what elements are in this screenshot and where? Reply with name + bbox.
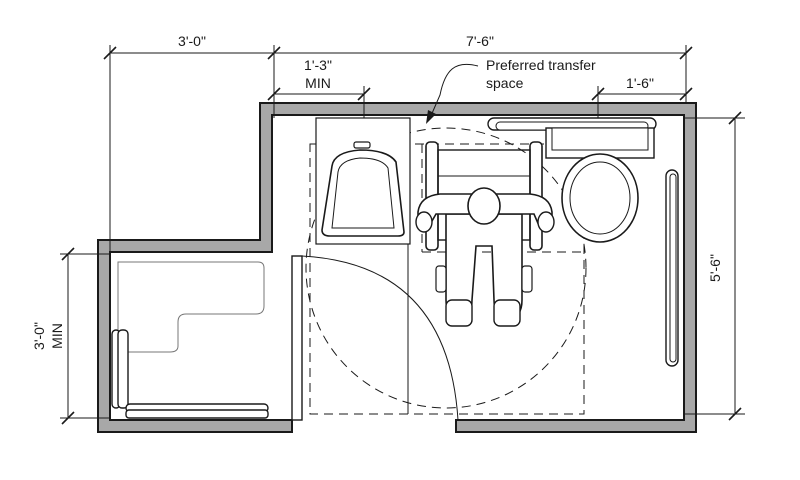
dim-room-depth: 5'-6" (707, 254, 723, 282)
outer-wall (97, 102, 697, 433)
door (291, 255, 459, 421)
dim-overall-left: 3'-0" (178, 33, 206, 49)
lavatory (315, 117, 411, 245)
shower (111, 261, 269, 419)
transfer-space-leader (426, 63, 479, 124)
dim-sink-clearance-note: MIN (305, 75, 331, 91)
dimension-lines (60, 45, 745, 425)
toilet (487, 117, 679, 367)
walls (97, 102, 697, 433)
dim-overall-right: 7'-6" (466, 33, 494, 49)
transfer-space-label-line2: space (486, 75, 524, 91)
dim-sink-clearance: 1'-3" (304, 57, 332, 73)
dim-shower-depth-note: MIN (49, 323, 65, 349)
dim-toilet-offset: 1'-6" (626, 75, 654, 91)
dim-shower-depth: 3'-0" (31, 322, 47, 350)
transfer-space-label-line1: Preferred transfer (486, 57, 596, 73)
wheelchair-with-person (415, 141, 555, 327)
